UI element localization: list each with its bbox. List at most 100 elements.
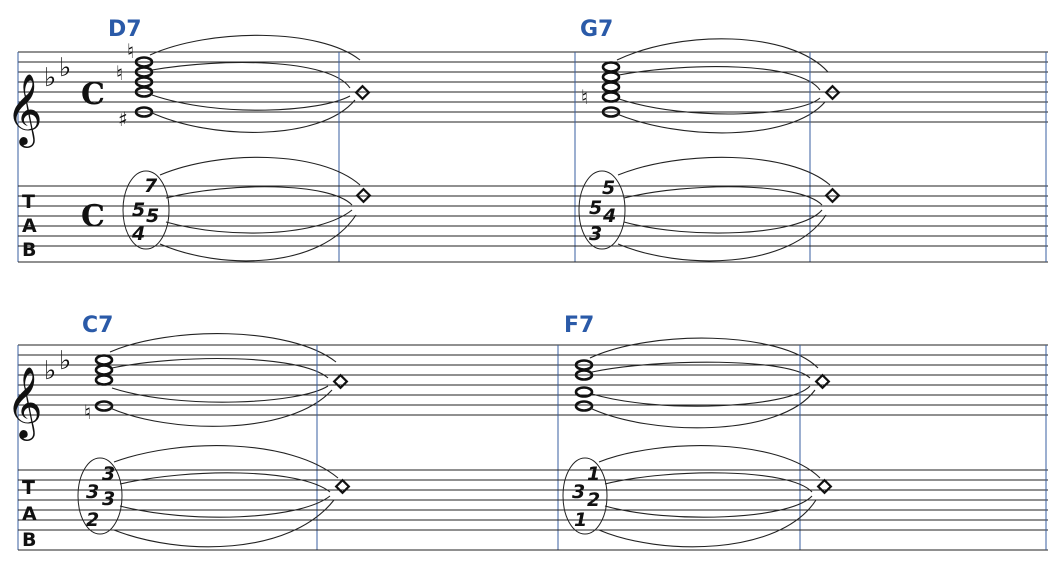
note-head: [601, 106, 621, 118]
harmonic-diamond-note: [814, 373, 831, 390]
fingering-circle: [562, 457, 608, 535]
note-head: [574, 386, 594, 398]
natural-icon: ♮: [84, 400, 91, 424]
tie-line: [604, 495, 813, 518]
natural-icon: ♮: [127, 39, 134, 63]
system-1-staff: [18, 51, 1048, 123]
tie-line: [589, 389, 816, 429]
tie-line: [591, 361, 811, 379]
tab-fret-number: 3: [102, 463, 115, 485]
time-signature: C: [81, 77, 105, 112]
tab-fret-number: 2: [86, 509, 99, 531]
fingering-circle: [77, 457, 123, 535]
tab-fret-number: 3: [102, 488, 115, 510]
tab-fret-number: 4: [602, 205, 616, 227]
note-head: [601, 61, 621, 73]
tab-clef-t: T: [22, 477, 35, 499]
tie-line: [617, 156, 831, 186]
tie-line: [618, 97, 821, 115]
system-2-tab-staff: [18, 469, 1048, 551]
tab-time-signature: C: [81, 199, 105, 234]
harmonic-diamond-note: [354, 84, 371, 101]
tie-line: [618, 66, 821, 91]
flat-icon: ♭: [59, 346, 71, 376]
tie-line: [623, 186, 823, 206]
tab-fret-number: 1: [587, 463, 600, 485]
chord-symbol-f7: F7: [564, 313, 594, 338]
flat-icon: ♭: [59, 53, 71, 83]
tie-line: [111, 385, 329, 403]
note-head: [574, 400, 594, 412]
chord-symbol-g7: G7: [580, 17, 613, 42]
tie-line: [113, 499, 335, 548]
note-head: [94, 400, 114, 412]
fingering-circle: [578, 170, 626, 250]
treble-clef-icon: 𝄞: [6, 365, 43, 441]
tie-line: [111, 357, 329, 379]
tab-fret-number: 5: [589, 197, 602, 219]
tie-line: [159, 214, 357, 262]
tie-line: [109, 389, 333, 427]
tie-line: [604, 472, 813, 493]
natural-icon: ♮: [116, 61, 123, 85]
tie-line: [591, 385, 811, 407]
tab-clef-t: T: [22, 191, 35, 213]
tab-fret-number: 4: [131, 223, 145, 245]
tab-fret-number: 1: [574, 509, 587, 531]
note-head: [134, 106, 154, 118]
tie-line: [598, 499, 817, 548]
tie-line: [165, 209, 353, 234]
tie-line: [617, 214, 827, 262]
fingering-circle: [122, 170, 170, 250]
chord-symbol-d7: D7: [108, 17, 142, 42]
tab-fret-number: 3: [572, 481, 585, 503]
treble-clef-icon: 𝄞: [6, 72, 43, 148]
tab-fret-number: 3: [86, 481, 99, 503]
system-2-staff: [18, 344, 1048, 416]
tab-clef-b: B: [22, 529, 36, 551]
tab-fret-number: 2: [587, 489, 600, 511]
flat-icon: ♭: [44, 356, 56, 386]
system-1-tab-staff: [18, 185, 1048, 263]
tab-clef-b: B: [22, 239, 36, 261]
tab-fret-number: 7: [144, 175, 158, 197]
harmonic-diamond-note: [824, 84, 841, 101]
tie-line: [616, 38, 829, 73]
harmonic-diamond-note: [332, 373, 349, 390]
tie-line: [149, 99, 356, 133]
tab-clef-a: A: [22, 215, 37, 237]
harmonic-diamond-note: [355, 187, 372, 204]
note-head: [94, 364, 114, 376]
note-head: [601, 71, 621, 83]
note-head: [601, 91, 621, 103]
tab-fret-number: 5: [132, 199, 145, 221]
note-head: [94, 354, 114, 366]
tie-line: [151, 94, 351, 111]
sharp-icon: ♯: [118, 107, 128, 131]
tie-line: [598, 445, 821, 479]
tie-line: [589, 337, 819, 369]
tie-line: [109, 333, 337, 363]
tie-line: [623, 209, 823, 234]
natural-icon: ♮: [581, 85, 588, 109]
tab-fret-number: 5: [602, 177, 615, 199]
tie-line: [113, 445, 339, 479]
tie-line: [149, 34, 361, 61]
tab-fret-number: 5: [146, 205, 159, 227]
tab-clef-a: A: [22, 503, 37, 525]
tie-line: [616, 101, 826, 134]
note-head: [134, 86, 154, 98]
harmonic-diamond-note: [824, 187, 841, 204]
tie-line: [119, 495, 331, 518]
note-head: [94, 374, 114, 386]
note-head: [601, 81, 621, 93]
flat-icon: ♭: [44, 63, 56, 93]
harmonic-diamond-note: [334, 478, 351, 495]
note-head: [574, 369, 594, 381]
chord-symbol-c7: C7: [82, 313, 113, 338]
tie-line: [165, 186, 353, 206]
tie-line: [151, 61, 351, 89]
tab-fret-number: 3: [589, 223, 602, 245]
tie-line: [119, 472, 331, 493]
